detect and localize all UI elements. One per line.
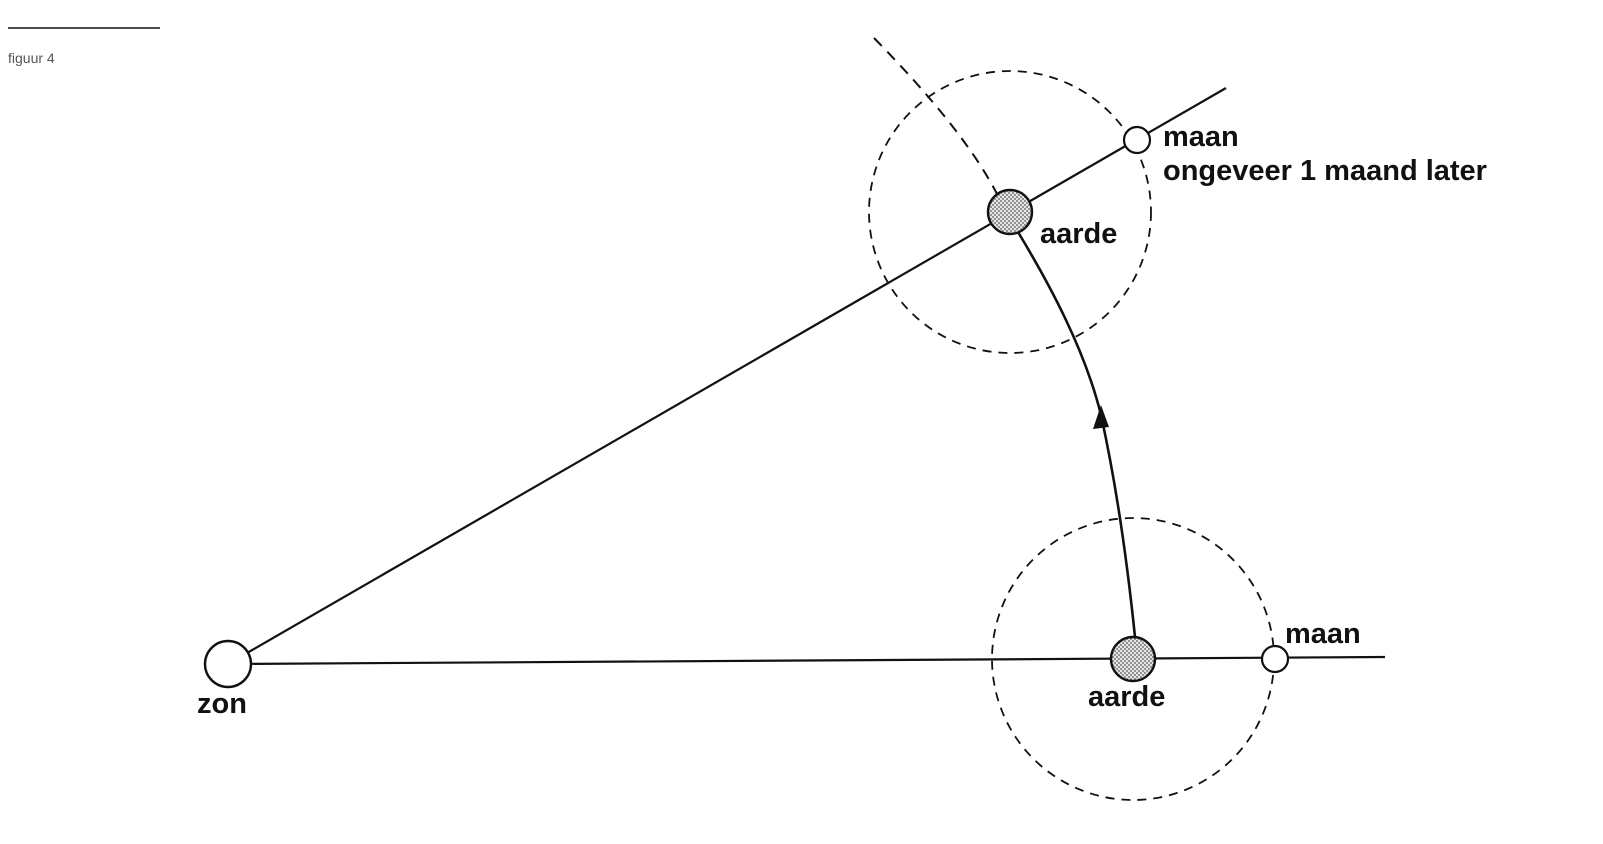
label-sun: zon xyxy=(197,688,247,720)
label-moon-later-note: ongeveer 1 maand later xyxy=(1163,155,1487,187)
sun xyxy=(203,639,253,689)
ray-to-earth-now xyxy=(227,655,1386,666)
earth-now xyxy=(1109,635,1157,683)
ray-to-earth-later xyxy=(227,87,1227,665)
earth-orbit-arc xyxy=(1016,231,1137,638)
label-moon-later: maan xyxy=(1163,121,1239,153)
orbit-direction-arrow-icon xyxy=(1093,405,1109,429)
earth-orbit-continuation xyxy=(873,37,999,197)
moon-now xyxy=(1260,644,1290,674)
lunar-orbit-later xyxy=(868,70,1152,354)
label-moon-now: maan xyxy=(1285,618,1361,650)
label-earth-now: aarde xyxy=(1088,681,1165,713)
earth-later xyxy=(986,188,1034,236)
label-earth-later: aarde xyxy=(1040,218,1117,250)
moon-later xyxy=(1122,125,1152,155)
figure-caption: figuur 4 xyxy=(8,50,55,66)
